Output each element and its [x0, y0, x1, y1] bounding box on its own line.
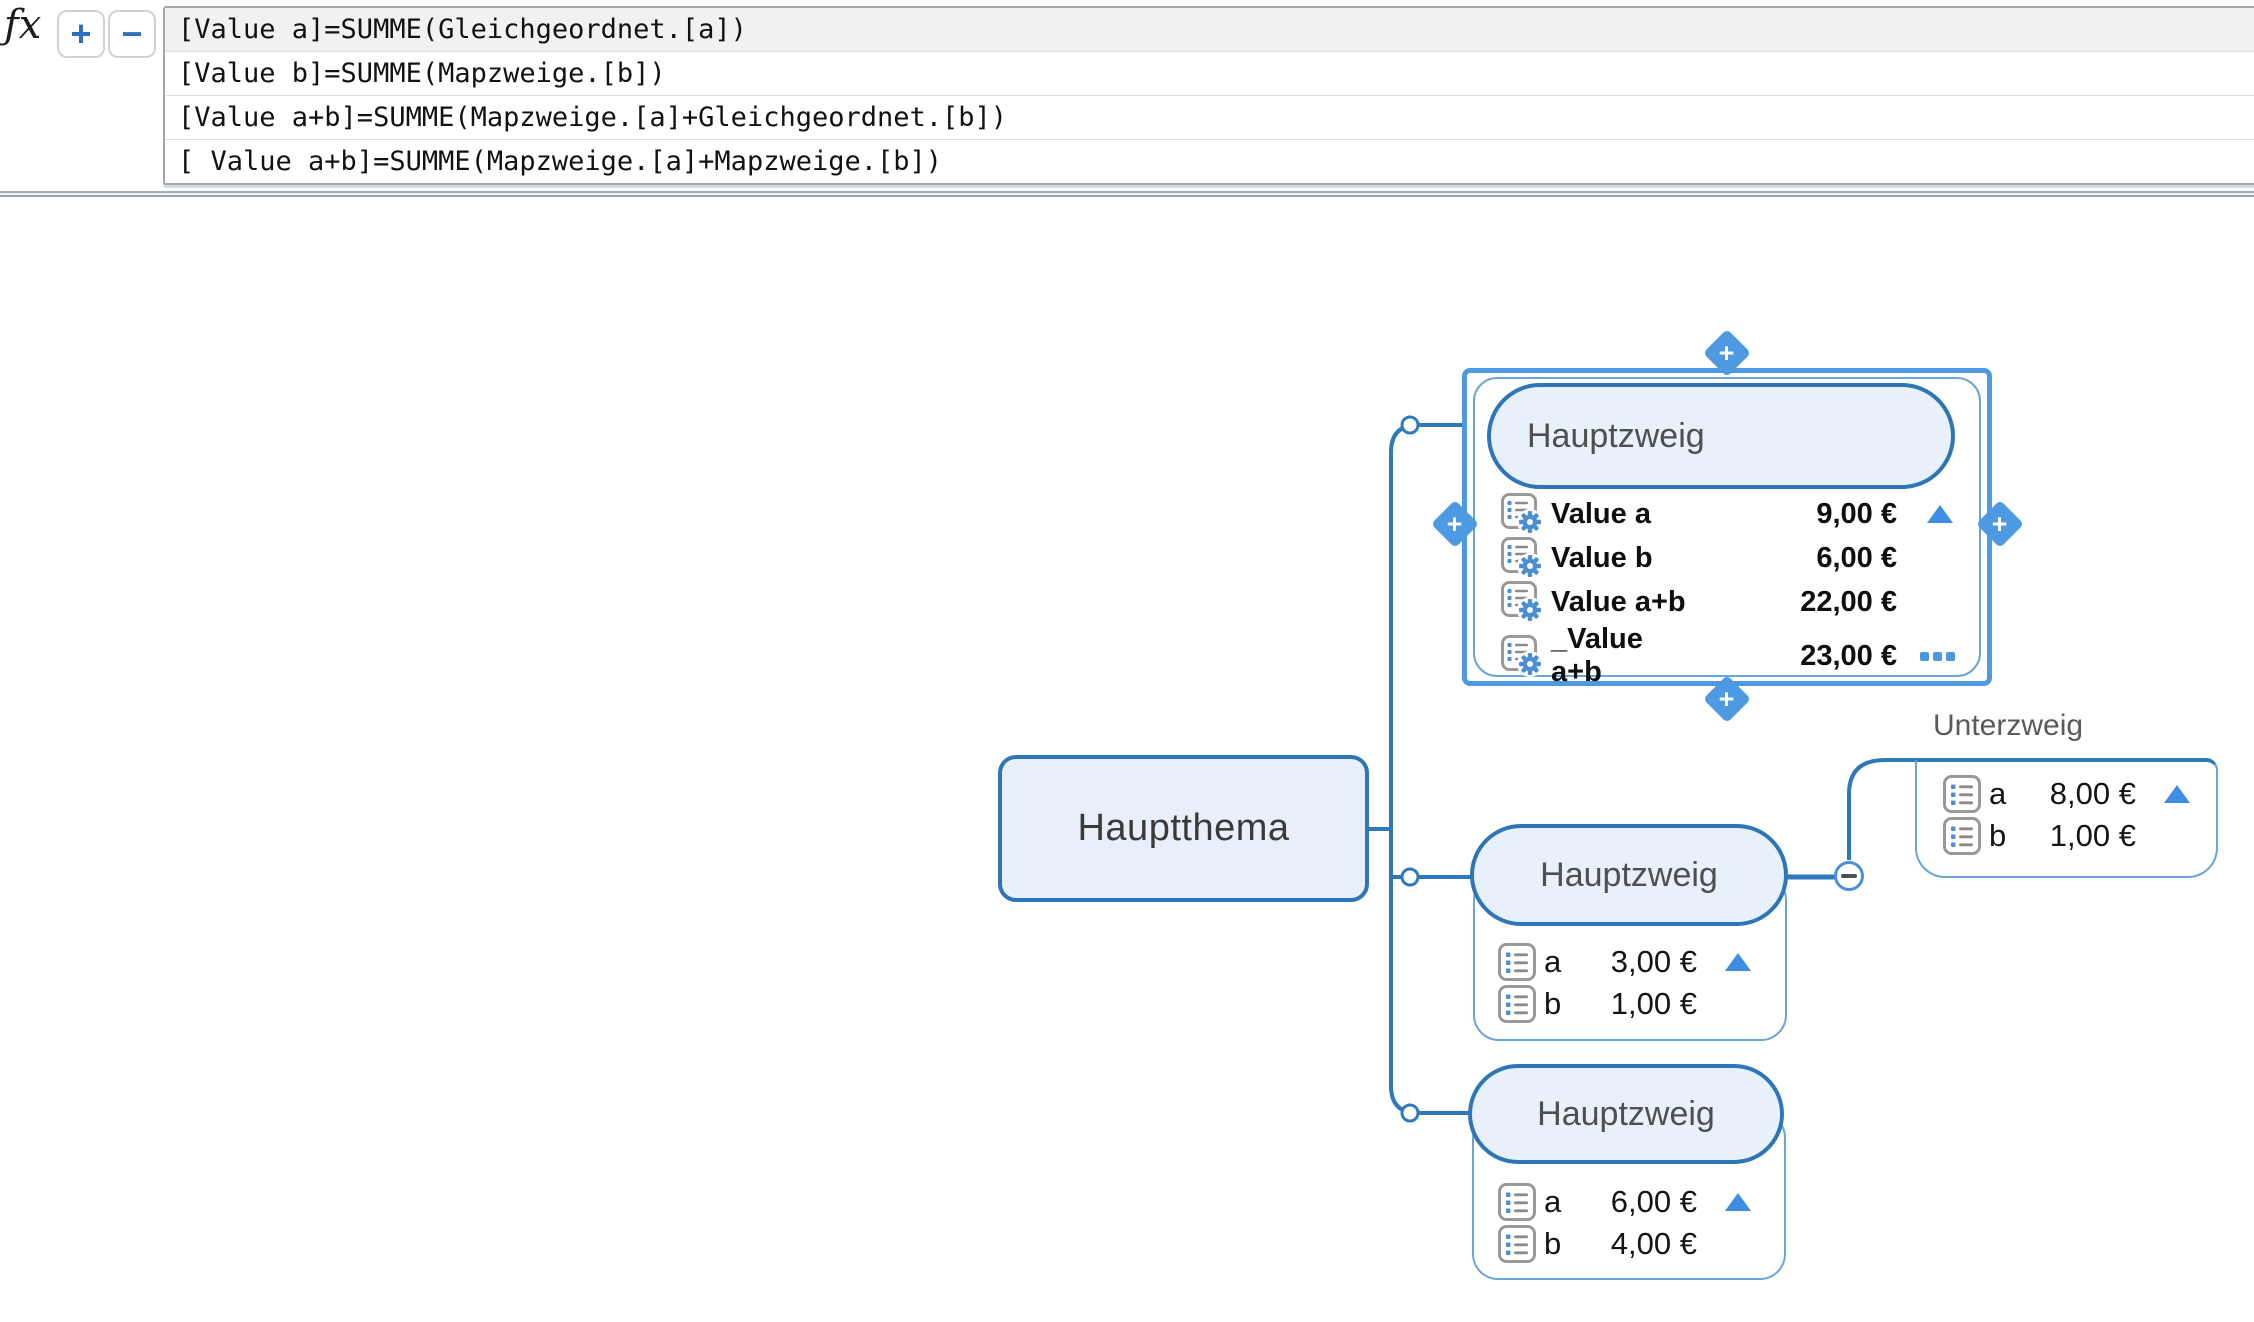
subtopic-curve-line	[1847, 758, 1917, 860]
property-row[interactable]: Value a 9,00 €	[1499, 491, 1961, 535]
plus-icon: +	[1719, 683, 1735, 714]
plus-icon: +	[1447, 508, 1463, 539]
property-row[interactable]: b 1,00 €	[1941, 815, 2205, 857]
property-row[interactable]: a 3,00 €	[1496, 941, 1774, 983]
formula-property-icon	[1499, 579, 1551, 625]
property-row[interactable]: a 8,00 €	[1941, 773, 2205, 815]
more-dots-icon[interactable]	[1897, 651, 1955, 661]
property-value: 23,00 €	[1800, 639, 1897, 672]
property-name: Value b	[1551, 541, 1653, 574]
property-row[interactable]: b 1,00 €	[1496, 983, 1774, 1025]
property-name: b	[1544, 986, 1562, 1021]
subtopic-label[interactable]: Unterzweig	[1933, 709, 2084, 742]
property-name: Value a	[1551, 497, 1651, 530]
list-property-icon	[1941, 815, 1989, 857]
branch-point	[1400, 867, 1420, 887]
main-branch-2-topic[interactable]: Hauptzweig	[1470, 824, 1788, 926]
minus-icon	[1841, 874, 1857, 878]
property-name: a	[1544, 944, 1562, 979]
branch-point	[1400, 415, 1420, 435]
formula-row[interactable]: [Value a]=SUMME(Gleichgeordnet.[a])	[165, 8, 2254, 52]
formula-row[interactable]: [ Value a+b]=SUMME(Mapzweige.[a]+Mapzwei…	[178, 146, 943, 177]
list-property-icon	[1496, 941, 1544, 983]
property-value: 9,00 €	[1816, 497, 1897, 530]
property-value: 8,00 €	[2049, 776, 2136, 811]
property-value: 4,00 €	[1610, 1226, 1697, 1261]
rollup-arrow-icon[interactable]	[2164, 785, 2190, 803]
list-property-icon	[1496, 1223, 1544, 1265]
property-row[interactable]: Value b 6,00 €	[1499, 535, 1961, 579]
property-value: 1,00 €	[1610, 986, 1697, 1021]
property-name: Value a+b	[1551, 585, 1686, 618]
central-topic[interactable]: Hauptthema	[998, 755, 1369, 902]
formula-row[interactable]: [Value a+b]=SUMME(Mapzweige.[a]+Gleichge…	[165, 96, 2254, 140]
property-name: a	[1989, 776, 2007, 811]
property-row[interactable]: b 4,00 €	[1496, 1223, 1774, 1265]
formula-row[interactable]: [Value b]=SUMME(Mapzweige.[b])	[165, 52, 2254, 96]
property-value: 3,00 €	[1610, 944, 1697, 979]
property-value: 1,00 €	[2049, 818, 2136, 853]
property-value: 22,00 €	[1800, 585, 1897, 618]
list-property-icon	[1496, 1181, 1544, 1223]
main-branch-1-topic[interactable]: Hauptzweig	[1487, 383, 1955, 489]
toolbar-separator	[0, 191, 2254, 197]
plus-icon: +	[1719, 337, 1735, 368]
property-value: 6,00 €	[1610, 1184, 1697, 1219]
property-name: b	[1989, 818, 2007, 853]
formula-list: [Value a]=SUMME(Gleichgeordnet.[a]) [Val…	[163, 6, 2254, 185]
collapse-button[interactable]	[1834, 861, 1864, 891]
rollup-arrow-icon[interactable]	[1725, 953, 1751, 971]
rollup-arrow-icon[interactable]	[1927, 505, 1953, 523]
topic-label: Hauptzweig	[1527, 416, 1705, 455]
topic-label: Hauptzweig	[1537, 1094, 1715, 1133]
property-row[interactable]: a 6,00 €	[1496, 1181, 1774, 1223]
plus-icon: +	[1992, 508, 2008, 539]
central-topic-label: Hauptthema	[1077, 807, 1290, 849]
branch-point	[1400, 1103, 1420, 1123]
formula-property-icon	[1499, 491, 1551, 537]
list-property-icon	[1941, 773, 1989, 815]
property-value: 6,00 €	[1816, 541, 1897, 574]
fx-icon: ƒx	[4, 2, 42, 48]
formula-property-icon	[1499, 535, 1551, 581]
rollup-arrow-icon[interactable]	[1725, 1193, 1751, 1211]
property-row[interactable]: Value a+b 22,00 €	[1499, 579, 1961, 623]
add-formula-button[interactable]: +	[57, 10, 105, 58]
property-row[interactable]: _Value a+b 23,00 €	[1499, 623, 1961, 688]
list-property-icon	[1496, 983, 1544, 1025]
property-name: b	[1544, 1226, 1562, 1261]
formula-property-icon	[1499, 633, 1551, 679]
property-name: a	[1544, 1184, 1562, 1219]
remove-formula-button[interactable]: −	[108, 10, 156, 58]
topic-label: Hauptzweig	[1540, 855, 1718, 894]
main-branch-3-topic[interactable]: Hauptzweig	[1468, 1064, 1784, 1164]
property-name: _Value a+b	[1551, 623, 1643, 688]
